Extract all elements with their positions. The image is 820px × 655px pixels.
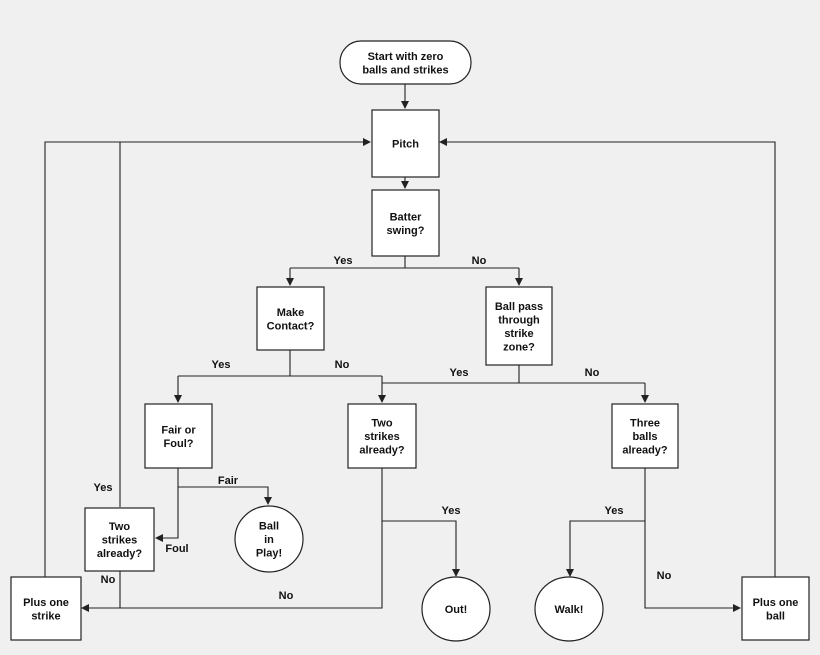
label-two-center-no: No	[279, 590, 294, 602]
label-three-yes: Yes	[605, 505, 624, 517]
edge-strike-to-pitch	[44, 141, 120, 577]
edges	[44, 84, 776, 612]
pitch-node-label: Pitch	[392, 139, 419, 151]
edge-two-center-yes	[381, 468, 460, 577]
label-pass-yes: Yes	[450, 367, 469, 379]
label-fair: Fair	[218, 475, 239, 487]
out-node: Out!	[421, 576, 491, 642]
label-swing-yes: Yes	[334, 255, 353, 267]
walk-node-label: Walk!	[555, 604, 584, 616]
label-contact-no: No	[335, 359, 350, 371]
label-two-center-yes: Yes	[442, 505, 461, 517]
edge-three-yes	[566, 468, 646, 577]
edge-pass-split	[382, 365, 645, 384]
label-two-left-yes: Yes	[94, 482, 113, 494]
edge-swing-split	[290, 256, 519, 269]
label-contact-yes: Yes	[212, 359, 231, 371]
out-node-label: Out!	[445, 604, 468, 616]
edge-labels: Yes No Yes No Yes No Fair Foul Yes No Ye…	[94, 255, 672, 602]
pitch-node: Pitch	[371, 109, 440, 178]
label-three-no: No	[657, 570, 672, 582]
label-foul: Foul	[165, 543, 188, 555]
label-two-left-no: No	[101, 574, 116, 586]
edge-ball-to-pitch	[439, 138, 776, 577]
label-swing-no: No	[472, 255, 487, 267]
edge-two-center-no	[81, 521, 383, 612]
edge-contact-split	[178, 350, 382, 377]
edge-foul	[155, 487, 179, 542]
label-pass-no: No	[585, 367, 600, 379]
walk-node: Walk!	[534, 576, 604, 642]
edge-fair	[177, 468, 272, 505]
edge-three-no	[644, 521, 741, 612]
